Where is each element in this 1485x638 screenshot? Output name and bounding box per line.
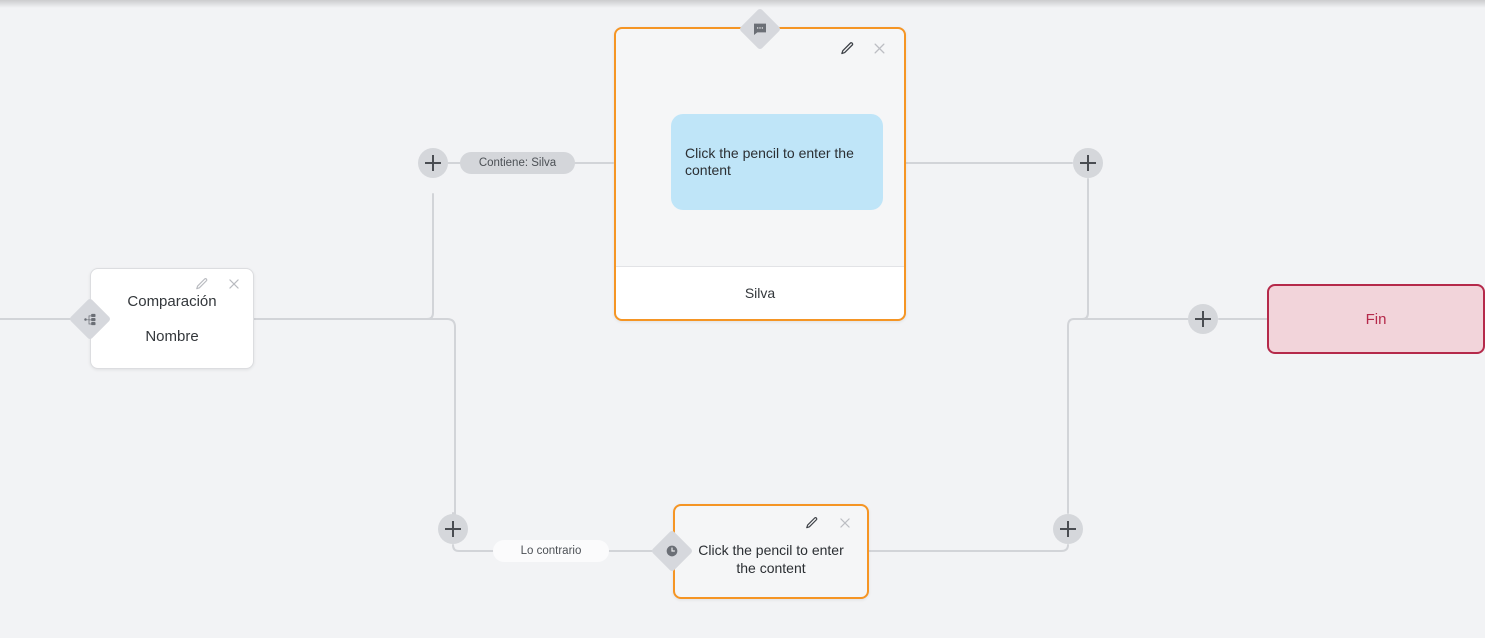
close-icon[interactable]: [870, 39, 888, 57]
edge-split-down: [253, 318, 456, 522]
comparacion-tools[interactable]: [193, 275, 243, 293]
add-button-after-false[interactable]: [1053, 514, 1083, 544]
edge-false-plus-to-label: [452, 544, 494, 552]
message-false-card[interactable]: Click the pencil to enter the content: [673, 504, 869, 599]
edge-split-up-helper: [254, 194, 433, 319]
pencil-icon[interactable]: [838, 39, 856, 57]
add-button-after-true[interactable]: [1073, 148, 1103, 178]
edge-false-node-to-plus: [868, 544, 1069, 552]
add-button-before-false[interactable]: [438, 514, 468, 544]
clock-icon: [652, 531, 692, 571]
node-fin[interactable]: Fin: [1267, 284, 1485, 354]
message-true-tools[interactable]: [838, 39, 888, 57]
comparacion-subtitle: Nombre: [145, 327, 199, 345]
close-icon[interactable]: [225, 275, 243, 293]
edge-label-branch-false-text: Lo contrario: [520, 545, 582, 557]
comparacion-card[interactable]: Comparación Nombre: [90, 268, 254, 369]
edge-true-branch-up: [253, 193, 434, 320]
message-true-card[interactable]: Click the pencil to enter the content Si…: [614, 27, 906, 321]
edge-label-branch-true[interactable]: Contiene: Silva: [460, 152, 575, 174]
edge-label-branch-false[interactable]: Lo contrario: [493, 540, 609, 562]
comparacion-title: Comparación: [127, 292, 217, 310]
edge-false-up-to-fin-row: [1067, 318, 1083, 514]
add-button-before-fin[interactable]: [1188, 304, 1218, 334]
message-bubble: Click the pencil to enter the content: [671, 114, 883, 210]
message-true-footer-label: Silva: [744, 285, 776, 301]
close-icon[interactable]: [836, 514, 854, 532]
comparacion-body: Comparación Nombre: [91, 269, 253, 368]
edge-true-down-to-fin-row: [1073, 178, 1089, 320]
top-shadow: [0, 0, 1485, 8]
message-bubble-text: Click the pencil to enter the content: [685, 145, 854, 178]
message-false-text: Click the pencil to enter the content: [698, 541, 844, 576]
pencil-icon[interactable]: [193, 275, 211, 293]
message-icon: [740, 9, 780, 49]
message-false-body: Click the pencil to enter the content: [675, 506, 867, 597]
message-true-badge: [738, 7, 782, 51]
pencil-icon[interactable]: [803, 514, 821, 532]
message-false-tools[interactable]: [803, 514, 854, 532]
comparacion-badge: [68, 297, 112, 341]
add-button-before-true[interactable]: [418, 148, 448, 178]
branch-icon: [70, 299, 110, 339]
message-true-footer: Silva: [616, 266, 904, 319]
message-false-badge: [650, 529, 694, 573]
edge-label-branch-true-text: Contiene: Silva: [478, 157, 557, 169]
fin-label: Fin: [1365, 310, 1387, 328]
